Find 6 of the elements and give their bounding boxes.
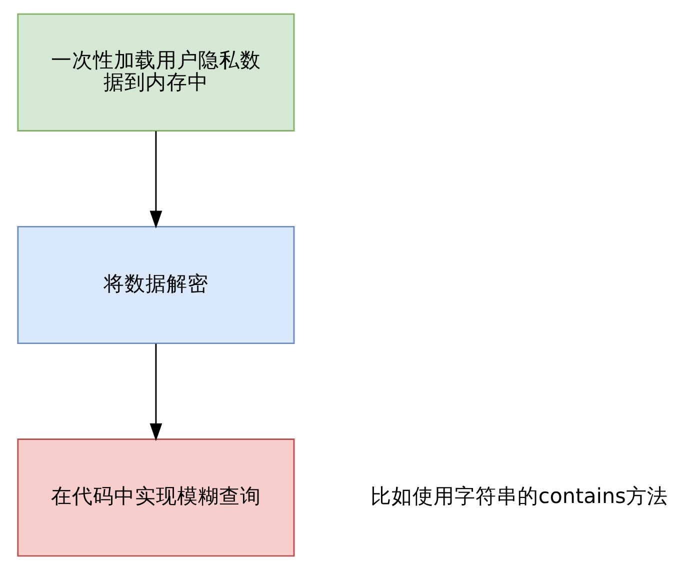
node-box: 在代码中实现模糊查询 bbox=[17, 438, 295, 557]
node-box: 将数据解密 bbox=[17, 226, 295, 344]
node-box: 一次性加载用户隐私数据到内存中 bbox=[17, 13, 295, 132]
node-label: 比如使用字符串的contains方法 bbox=[370, 484, 668, 508]
arrow bbox=[150, 131, 162, 229]
arrow bbox=[150, 344, 162, 442]
